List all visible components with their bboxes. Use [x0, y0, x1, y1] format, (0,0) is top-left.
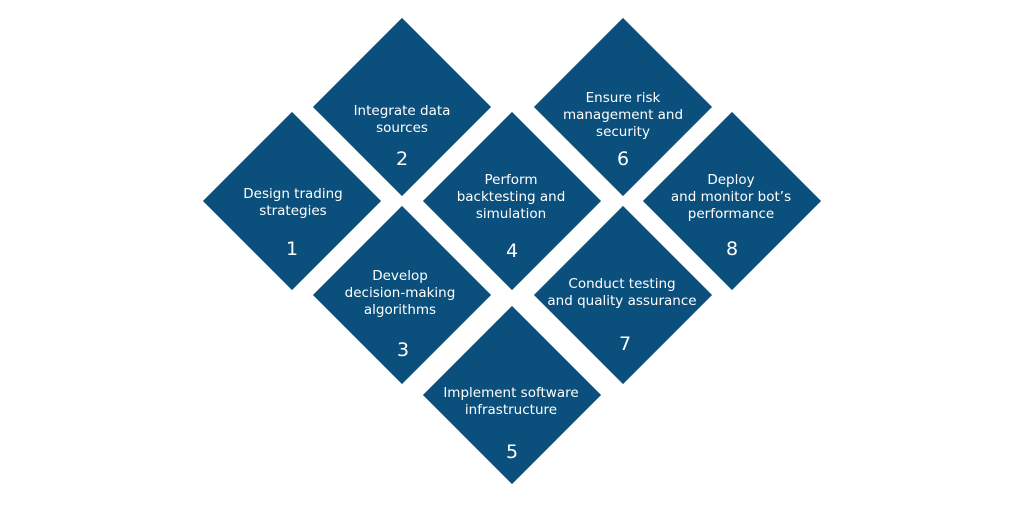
step-1-label: Design trading strategies [243, 186, 343, 219]
step-8-number: 8 [725, 238, 739, 260]
step-6-number: 6 [616, 148, 630, 170]
step-1-number: 1 [285, 238, 299, 260]
step-5-label: Implement software infrastructure [443, 385, 579, 418]
step-3-label: Develop decision-making algorithms [344, 268, 456, 318]
step-7-number: 7 [618, 333, 632, 355]
step-8-label: Deploy and monitor bot’s performance [670, 172, 792, 222]
step-4-label: Perform backtesting and simulation [456, 172, 566, 222]
step-6-label: Ensure risk management and security [562, 90, 684, 140]
step-4-number: 4 [505, 240, 519, 262]
step-2-number: 2 [395, 148, 409, 170]
step-3-number: 3 [396, 339, 410, 361]
step-2-label: Integrate data sources [353, 103, 451, 136]
step-5-number: 5 [505, 441, 519, 463]
step-7-label: Conduct testing and quality assurance [547, 276, 697, 309]
